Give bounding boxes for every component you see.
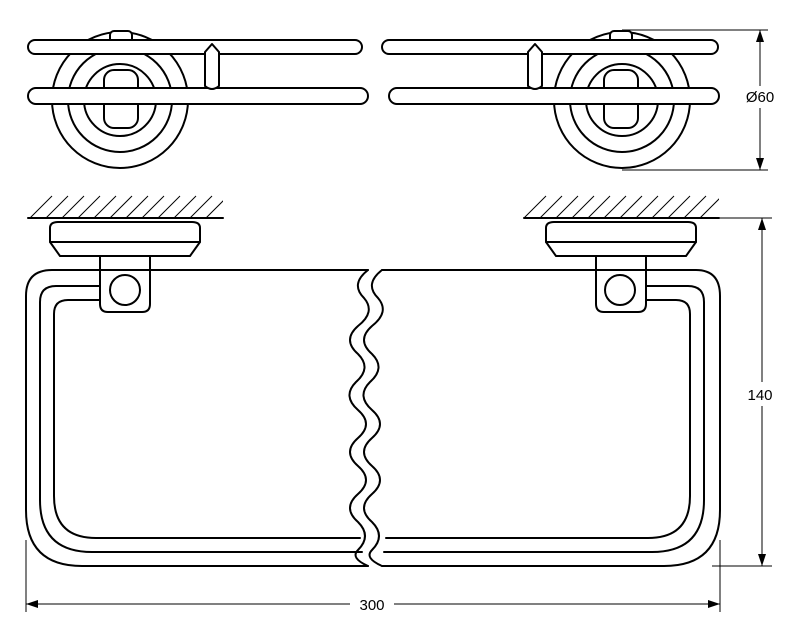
shelf-glass-left [25,269,369,567]
front-view [25,195,721,567]
right-bracket [545,221,697,313]
wall-right [523,195,720,219]
top-bar-right [381,39,719,55]
break-line-right [362,269,384,567]
left-clip [204,43,220,90]
top-bar-left [27,39,363,55]
shelf-glass-right [381,269,721,567]
wall-left [27,195,224,219]
left-bracket [49,221,201,313]
rail-left-inner [53,299,361,539]
lower-bar-right [388,87,720,105]
lower-bar-left [27,87,369,105]
width-dimension: 300 [25,540,721,614]
rail-right-inner [385,299,691,539]
top-view [27,30,720,169]
height-label: 140 [747,387,772,404]
width-label: 300 [359,597,384,614]
rail-right [383,285,705,553]
rail-left [39,285,363,553]
break-line-left [348,269,370,567]
diameter-label: Ø60 [746,89,774,106]
right-clip [527,43,543,90]
diameter-dimension: Ø60 [622,29,780,171]
height-dimension: 140 [712,217,782,567]
